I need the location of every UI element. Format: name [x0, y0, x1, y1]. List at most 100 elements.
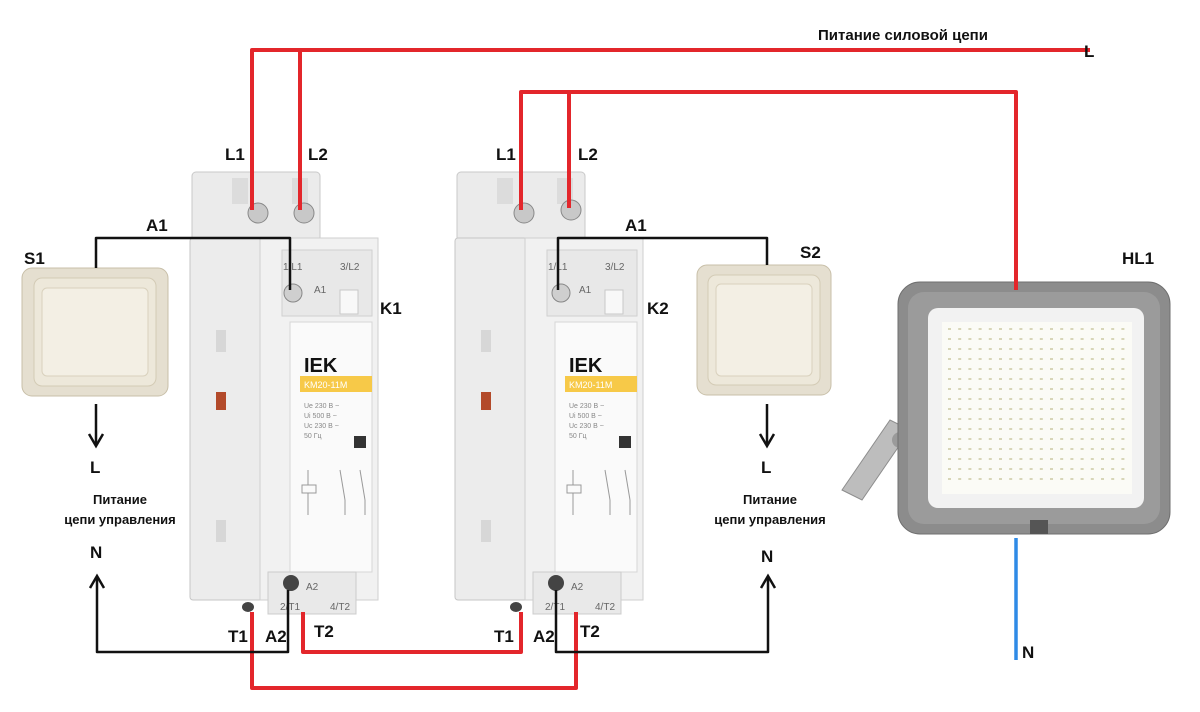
led-chip — [1060, 398, 1064, 400]
led-chip — [1060, 358, 1064, 360]
led-chip — [1060, 378, 1064, 380]
led-chip — [978, 428, 982, 430]
led-chip — [1050, 448, 1053, 450]
led-chip — [978, 388, 982, 390]
led-chip — [1121, 468, 1125, 470]
led-chip — [1121, 438, 1125, 440]
led-chip — [1121, 398, 1125, 400]
led-chip — [1121, 458, 1125, 460]
k2-brand: IEK — [569, 355, 603, 377]
led-chip — [988, 428, 992, 430]
led-chip — [1050, 428, 1053, 430]
led-chip — [999, 458, 1002, 460]
led-chip — [1060, 348, 1064, 350]
k1-spec-2: Ui 500 В ~ — [304, 413, 337, 420]
s2-supply-caption-1: Питание — [743, 492, 797, 507]
led-chip — [1009, 478, 1013, 480]
led-chip — [1090, 478, 1094, 480]
led-chip — [988, 438, 992, 440]
led-chip — [1070, 358, 1074, 360]
arrow-s1-n-up — [88, 573, 106, 589]
led-chip — [968, 388, 972, 390]
led-chip — [948, 398, 951, 400]
led-chip — [968, 448, 972, 450]
led-chip — [1070, 428, 1074, 430]
led-chip — [1070, 438, 1074, 440]
led-chip — [948, 438, 951, 440]
led-chip — [1090, 468, 1094, 470]
led-chip — [978, 468, 982, 470]
led-chip — [1060, 408, 1064, 410]
led-chip — [999, 348, 1002, 350]
k1-label-a1: A1 — [146, 216, 168, 235]
s2-name: S2 — [800, 243, 821, 262]
led-chip — [1111, 328, 1115, 330]
k1-schematic-symbol — [301, 469, 366, 515]
led-chip — [1060, 368, 1064, 370]
led-chip — [1029, 408, 1033, 410]
led-chip — [948, 358, 951, 360]
s2-supply-L: L — [761, 458, 771, 477]
led-chip — [988, 388, 992, 390]
led-chip — [958, 378, 962, 380]
led-chip — [1009, 438, 1013, 440]
led-chip — [1101, 458, 1104, 460]
led-chip — [1039, 438, 1043, 440]
led-chip — [1070, 478, 1074, 480]
led-chip — [1101, 398, 1104, 400]
k2-spec-4: 50 Гц — [569, 433, 587, 440]
arrow-s1-down — [87, 433, 105, 449]
wire-phase-k2-feed — [519, 90, 1018, 290]
led-chip — [948, 478, 951, 480]
led-chip — [999, 398, 1002, 400]
led-chip — [1111, 368, 1115, 370]
led-chip — [1019, 438, 1023, 440]
led-chip — [1060, 458, 1064, 460]
s1-name: S1 — [24, 249, 45, 268]
led-chip — [1029, 368, 1033, 370]
led-chip — [988, 348, 992, 350]
led-chip — [1080, 398, 1084, 400]
led-chip — [1019, 398, 1023, 400]
wire-s2-k2-a1 — [556, 236, 769, 290]
wire-phase-main — [250, 48, 1090, 210]
k2-label-t2: T2 — [580, 622, 600, 641]
led-chip — [999, 408, 1002, 410]
led-chip — [968, 358, 972, 360]
led-chip — [1090, 388, 1094, 390]
led-chip — [1029, 448, 1033, 450]
led-chip — [1070, 418, 1074, 420]
led-chip — [1101, 428, 1104, 430]
led-chip — [1101, 358, 1104, 360]
led-chip — [1009, 348, 1013, 350]
led-chip — [1060, 418, 1064, 420]
led-chip — [1050, 338, 1053, 340]
led-chip — [999, 358, 1002, 360]
led-chip — [1070, 408, 1074, 410]
led-chip — [1009, 378, 1013, 380]
s2-supply-N: N — [761, 547, 773, 566]
led-chip — [948, 468, 951, 470]
led-chip — [1029, 438, 1033, 440]
led-chip — [1050, 468, 1053, 470]
led-chip — [958, 358, 962, 360]
led-chip — [1070, 368, 1074, 370]
k1-body-bottom-t2: 4/T2 — [330, 602, 350, 613]
wire-k1t2-k2t1 — [301, 612, 523, 654]
led-chip — [968, 398, 972, 400]
led-chip — [978, 378, 982, 380]
k2-body-top-right: 3/L2 — [605, 262, 625, 273]
led-chip — [1090, 398, 1094, 400]
k1-spec-4: 50 Гц — [304, 433, 322, 440]
led-chip — [1039, 378, 1043, 380]
led-chip — [948, 448, 951, 450]
led-chip — [1050, 418, 1053, 420]
led-chip — [1121, 328, 1125, 330]
led-chip — [1029, 338, 1033, 340]
led-chip — [948, 428, 951, 430]
led-chip — [1009, 468, 1013, 470]
arrow-s2-down — [758, 433, 776, 449]
led-chip — [1070, 458, 1074, 460]
k1-spec-3: Uc 230 В ~ — [304, 423, 339, 430]
led-chip — [978, 338, 982, 340]
